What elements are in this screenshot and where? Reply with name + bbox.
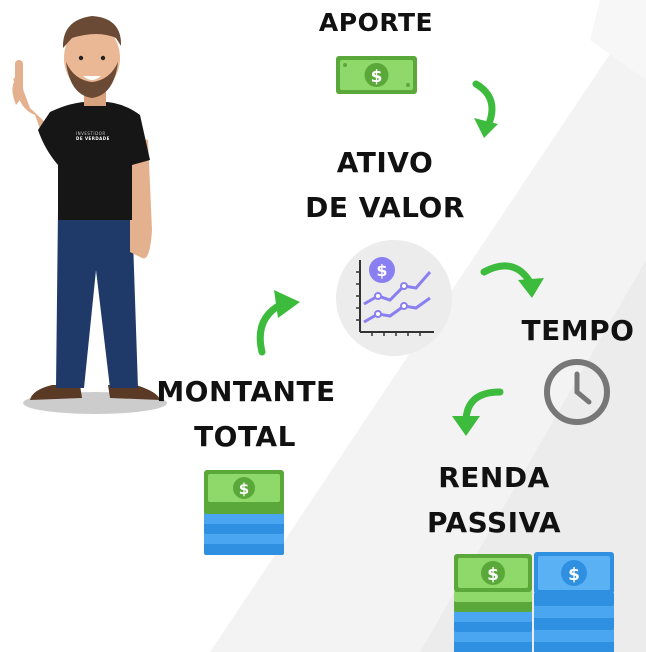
svg-text:$: $ [376, 261, 387, 280]
money-stack-icon: $ $ [454, 552, 614, 652]
shirt-logo-line2: DE VERDADE [76, 136, 110, 141]
svg-text:$: $ [239, 480, 249, 498]
shirt-logo: INVESTIDOR DE VERDADE [64, 131, 126, 141]
curved-arrow-icon [452, 388, 504, 436]
svg-text:$: $ [568, 565, 580, 585]
step-renda-label-line1: RENDA [438, 461, 550, 494]
step-ativo-label-line1: ATIVO [336, 146, 434, 179]
step-aporte-label: APORTE [318, 8, 434, 37]
step-montante-label-line2: TOTAL [194, 420, 296, 453]
curved-arrow-icon [472, 80, 498, 138]
curved-arrow-icon [480, 262, 544, 298]
svg-text:$: $ [371, 67, 383, 87]
step-ativo-label-line2: DE VALOR [305, 191, 465, 224]
step-montante-label-line1: MONTANTE [156, 375, 336, 408]
dollar-bill-icon: $ [336, 56, 417, 94]
curved-arrow-icon [256, 290, 300, 356]
svg-text:$: $ [487, 565, 499, 585]
money-stack-icon: $ [204, 470, 284, 555]
investor-person-illustration [12, 16, 167, 414]
shirt-logo-line1: INVESTIDOR [76, 131, 106, 136]
investment-chart-icon: $ [336, 240, 452, 356]
clock-icon [544, 359, 610, 425]
step-tempo-label: TEMPO [521, 314, 635, 347]
step-renda-label-line2: PASSIVA [426, 506, 562, 539]
